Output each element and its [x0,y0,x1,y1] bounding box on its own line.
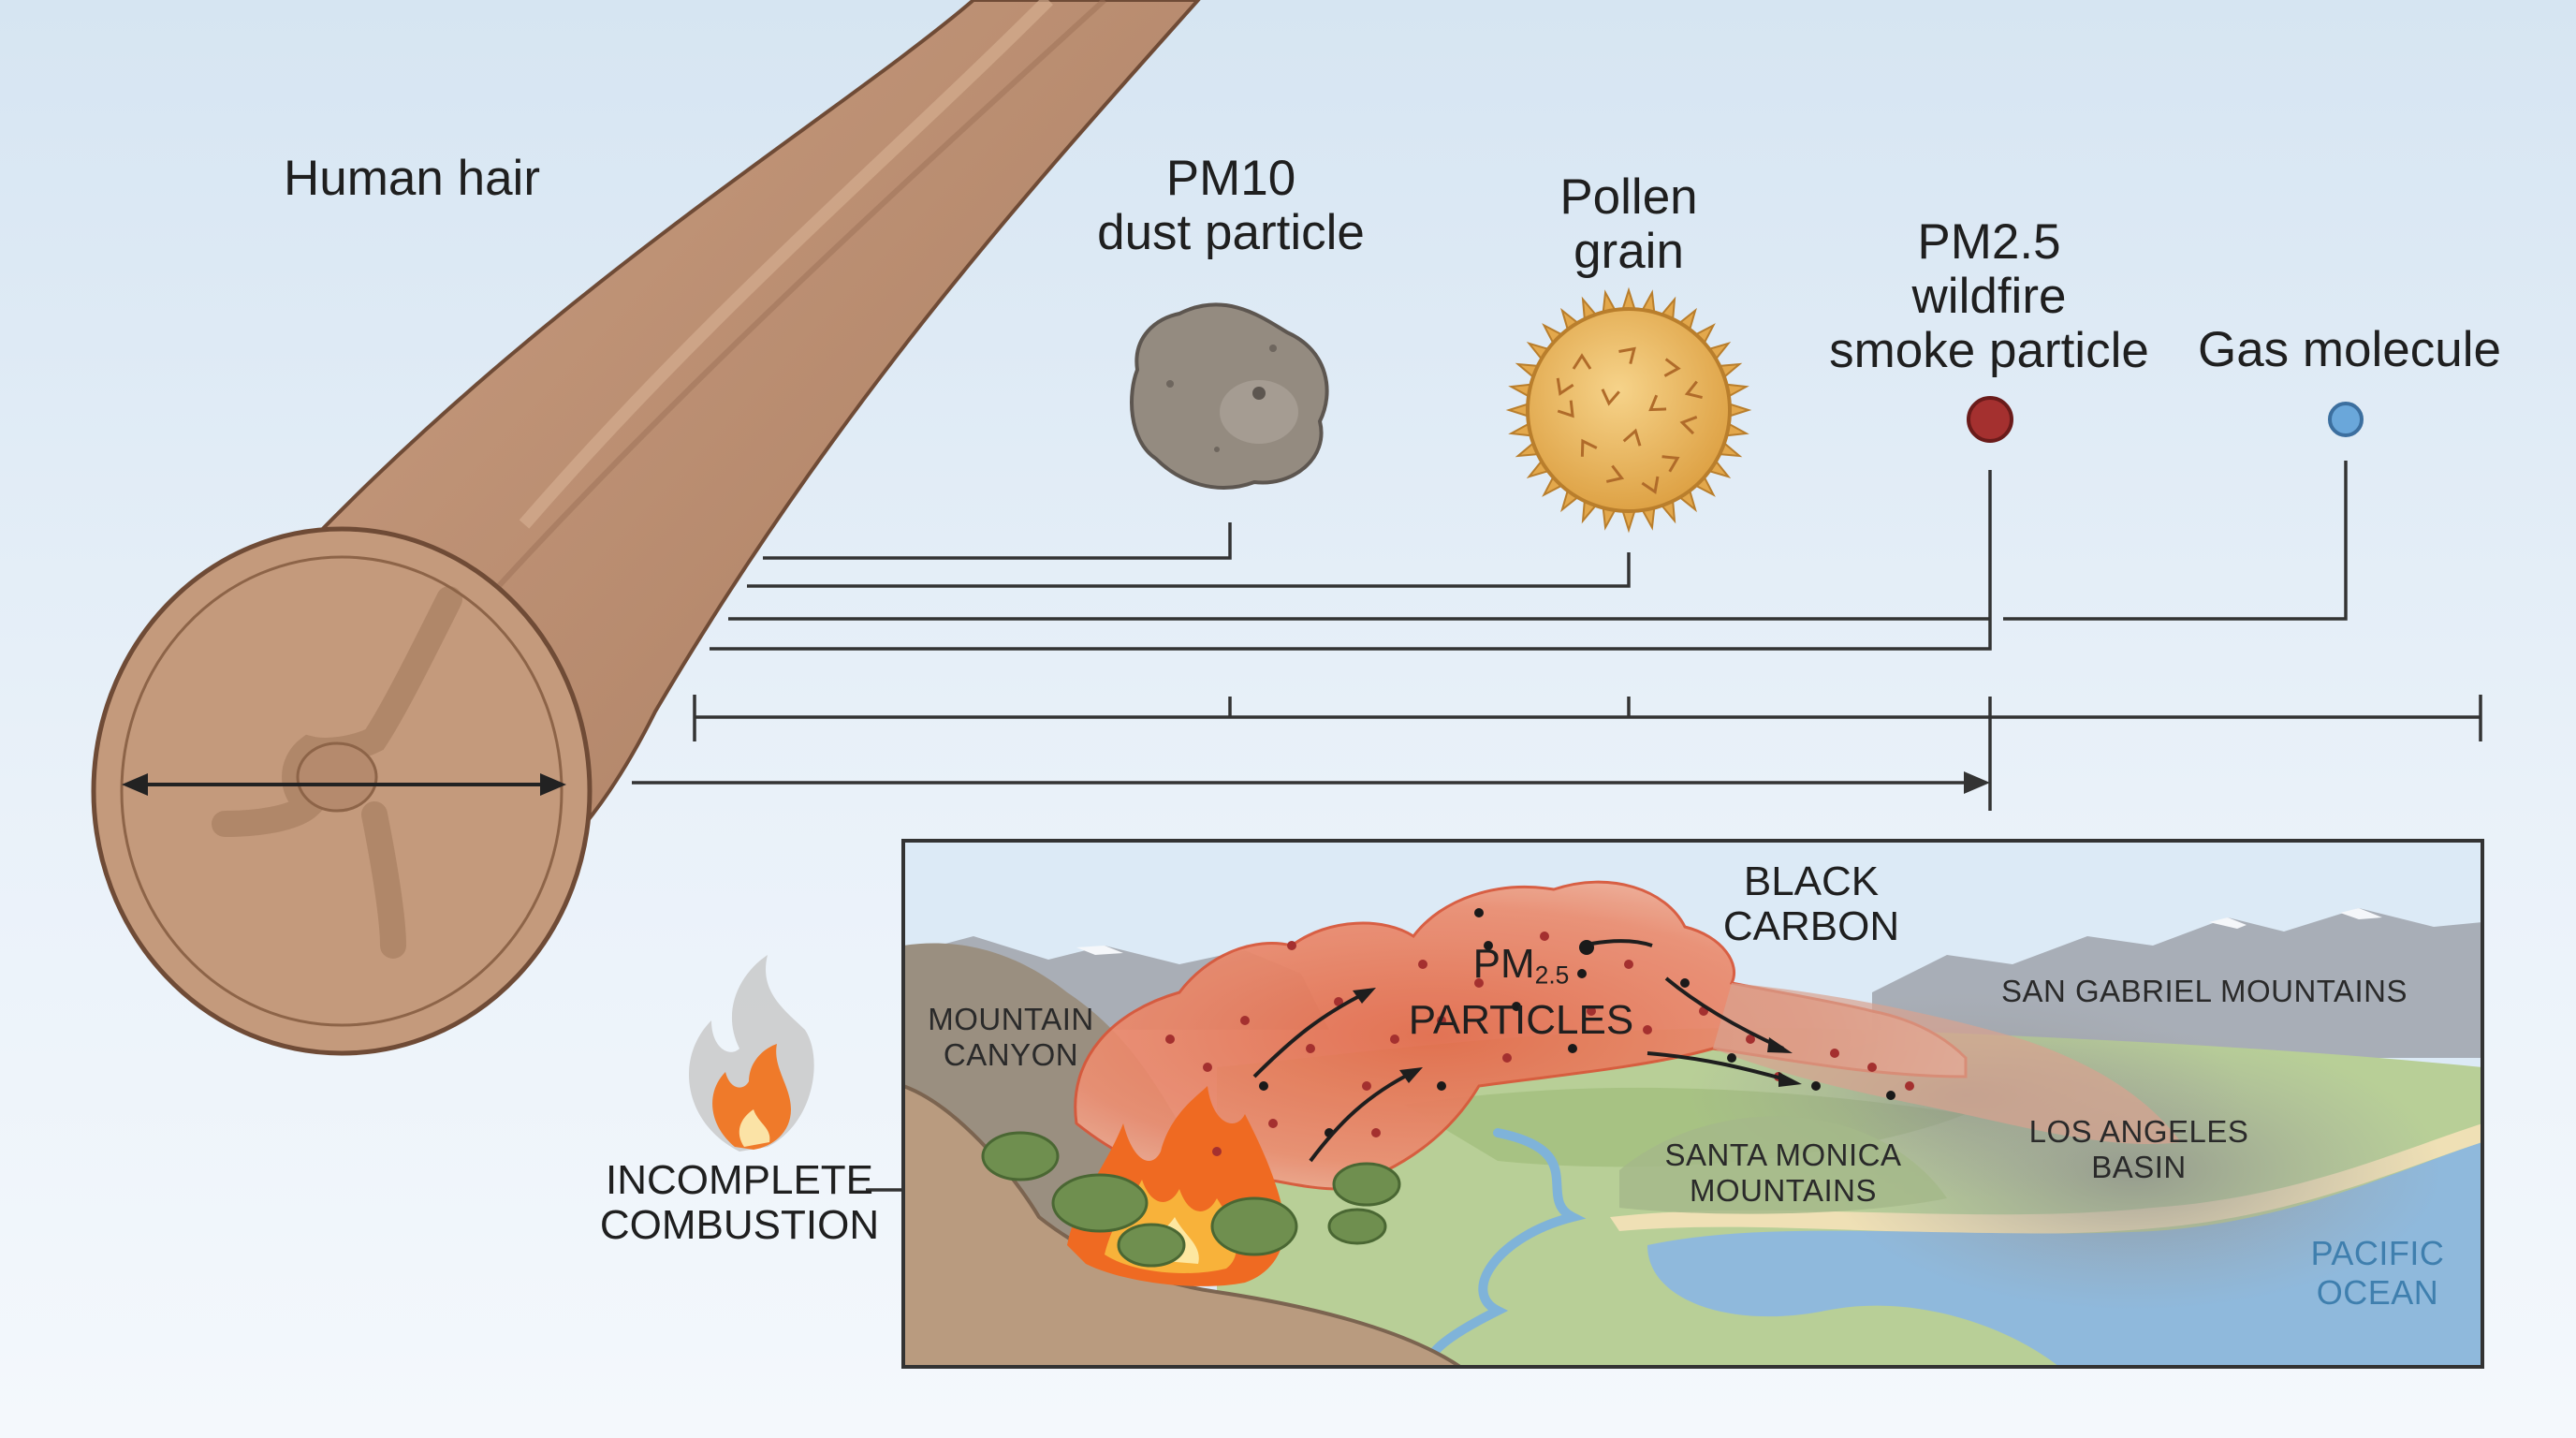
scene-frame [901,839,2484,1369]
label-pollen-line2: grain [1573,224,1684,279]
label-la-basin-line1: LOS ANGELES [2028,1114,2249,1149]
scale-connector-lines [632,461,2482,811]
black-carbon-dot [1474,908,1484,917]
pollen-mark [1622,428,1642,447]
label-pm10-line2: dust particle [1097,205,1365,260]
label-pacific-ocean: PACIFIC OCEAN [2284,1234,2471,1313]
pm25-particle-dot [1306,1044,1315,1053]
black-carbon-dot [1577,969,1587,978]
pm25-particle-dot [1418,960,1427,969]
pm25-particle-dot [1643,1025,1652,1034]
black-carbon-callout-dot [1579,940,1594,955]
pollen-mark [1556,377,1574,396]
black-carbon-dot [1727,1053,1736,1063]
label-pm25-particles-line2: PARTICLES [1408,996,1634,1043]
label-pm25-line2: wildfire [1911,269,2067,324]
pm25-particle-dot [1287,941,1296,950]
label-pm10-line1: PM10 [1165,151,1296,206]
label-santa-monica-line2: MOUNTAINS [1689,1173,1878,1208]
pm25-particle-dot [1371,1128,1381,1137]
label-pollen-line1: Pollen [1559,169,1698,225]
label-pm25-particles: PM2.5 PARTICLES [1395,942,1647,1043]
label-canyon-line1: MOUNTAIN [928,1002,1094,1036]
label-ocean-line1: PACIFIC [2310,1234,2445,1272]
pm25-particle-dot [1437,1016,1446,1025]
pollen-mark [1601,389,1620,406]
human-hair-illustration [91,0,1201,1056]
black-carbon-dot [1484,941,1493,950]
pm25-particle-dot [1240,1016,1250,1025]
pm25-particle-dot [1502,1053,1512,1063]
gas-molecule-icon [2328,402,2364,437]
label-santa-monica-line1: SANTA MONICA [1664,1137,1902,1172]
pm25-particle-dot [1867,1063,1877,1072]
la-wildfire-scene [903,841,2482,1367]
pollen-mark [1661,455,1680,473]
black-carbon-dot [1568,1044,1577,1053]
label-pm-main: PM [1472,941,1535,987]
dust-particle-icon [1130,302,1329,490]
label-combustion-line1: INCOMPLETE [605,1157,874,1203]
pollen-mark [1641,476,1660,494]
label-gas-molecule: Gas molecule [2197,322,2502,377]
pm25-particle-dot [1540,932,1549,941]
pm25-particle-dot [1390,1034,1399,1044]
pm25-particle-dot [1268,1119,1278,1128]
label-la-basin-line2: BASIN [2091,1150,2187,1184]
pm25-particle-dot [1474,978,1484,988]
label-combustion-line2: COMBUSTION [599,1202,880,1248]
pollen-mark [1618,346,1636,365]
label-black-carbon-line2: CARBON [1722,903,1900,949]
black-carbon-dot [1512,1002,1521,1011]
label-santa-monica-mountains: SANTA MONICA MOUNTAINS [1647,1137,1919,1209]
pm25-particle-dot [1165,1034,1175,1044]
label-mountain-canyon: MOUNTAIN CANYON [913,1002,1109,1073]
black-carbon-dot [1886,1091,1895,1100]
label-human-hair: Human hair [284,151,540,206]
pm25-particle-dot [1905,1081,1914,1091]
label-canyon-line2: CANYON [943,1037,1079,1072]
pollen-mark [1679,416,1698,435]
pm25-particle-dot [1746,1034,1755,1044]
pollen-mark [1605,464,1625,483]
black-carbon-dot [1811,1081,1821,1091]
label-los-angeles-basin: LOS ANGELES BASIN [2012,1114,2265,1185]
pollen-grain-icon [1505,286,1752,534]
label-san-gabriel-mountains: SAN GABRIEL MOUNTAINS [2000,974,2408,1008]
pollen-mark [1663,358,1681,377]
pm25-particle-dot [1334,997,1343,1006]
pm25-particle-dot [1362,1081,1371,1091]
pollen-mark [1684,380,1703,400]
label-pm10: PM10 dust particle [1044,152,1418,260]
black-carbon-dot [1437,1081,1446,1091]
label-pm25-particles-line1: PM2.5 [1395,942,1647,998]
label-pm25-line3: smoke particle [1829,323,2149,378]
label-pm-sub: 2.5 [1534,961,1570,990]
flame-icon [689,955,814,1152]
pm25-particle-dot [1587,1006,1596,1016]
pollen-mark [1557,400,1574,418]
label-pm25-line1: PM2.5 [1917,214,2061,270]
black-carbon-dot [1259,1081,1268,1091]
label-incomplete-combustion: INCOMPLETE COMBUSTION [580,1158,899,1248]
black-carbon-dot [1680,978,1690,988]
label-pm25: PM2.5 wildfire smoke particle [1788,215,2190,378]
pm25-particle-dot [1624,960,1633,969]
smoke-particle-icon [1967,396,2013,443]
pm25-particle-dot [1212,1147,1222,1156]
label-pollen: Pollen grain [1488,170,1769,279]
label-black-carbon-line1: BLACK [1743,858,1880,904]
pollen-mark [1572,353,1592,370]
pollen-mark [1580,438,1598,457]
label-ocean-line2: OCEAN [2316,1273,2439,1312]
label-black-carbon: BLACK CARBON [1657,859,1966,949]
pm25-particle-dot [1203,1063,1212,1072]
pm25-particle-dot [1830,1049,1839,1058]
pollen-mark [1648,394,1667,412]
